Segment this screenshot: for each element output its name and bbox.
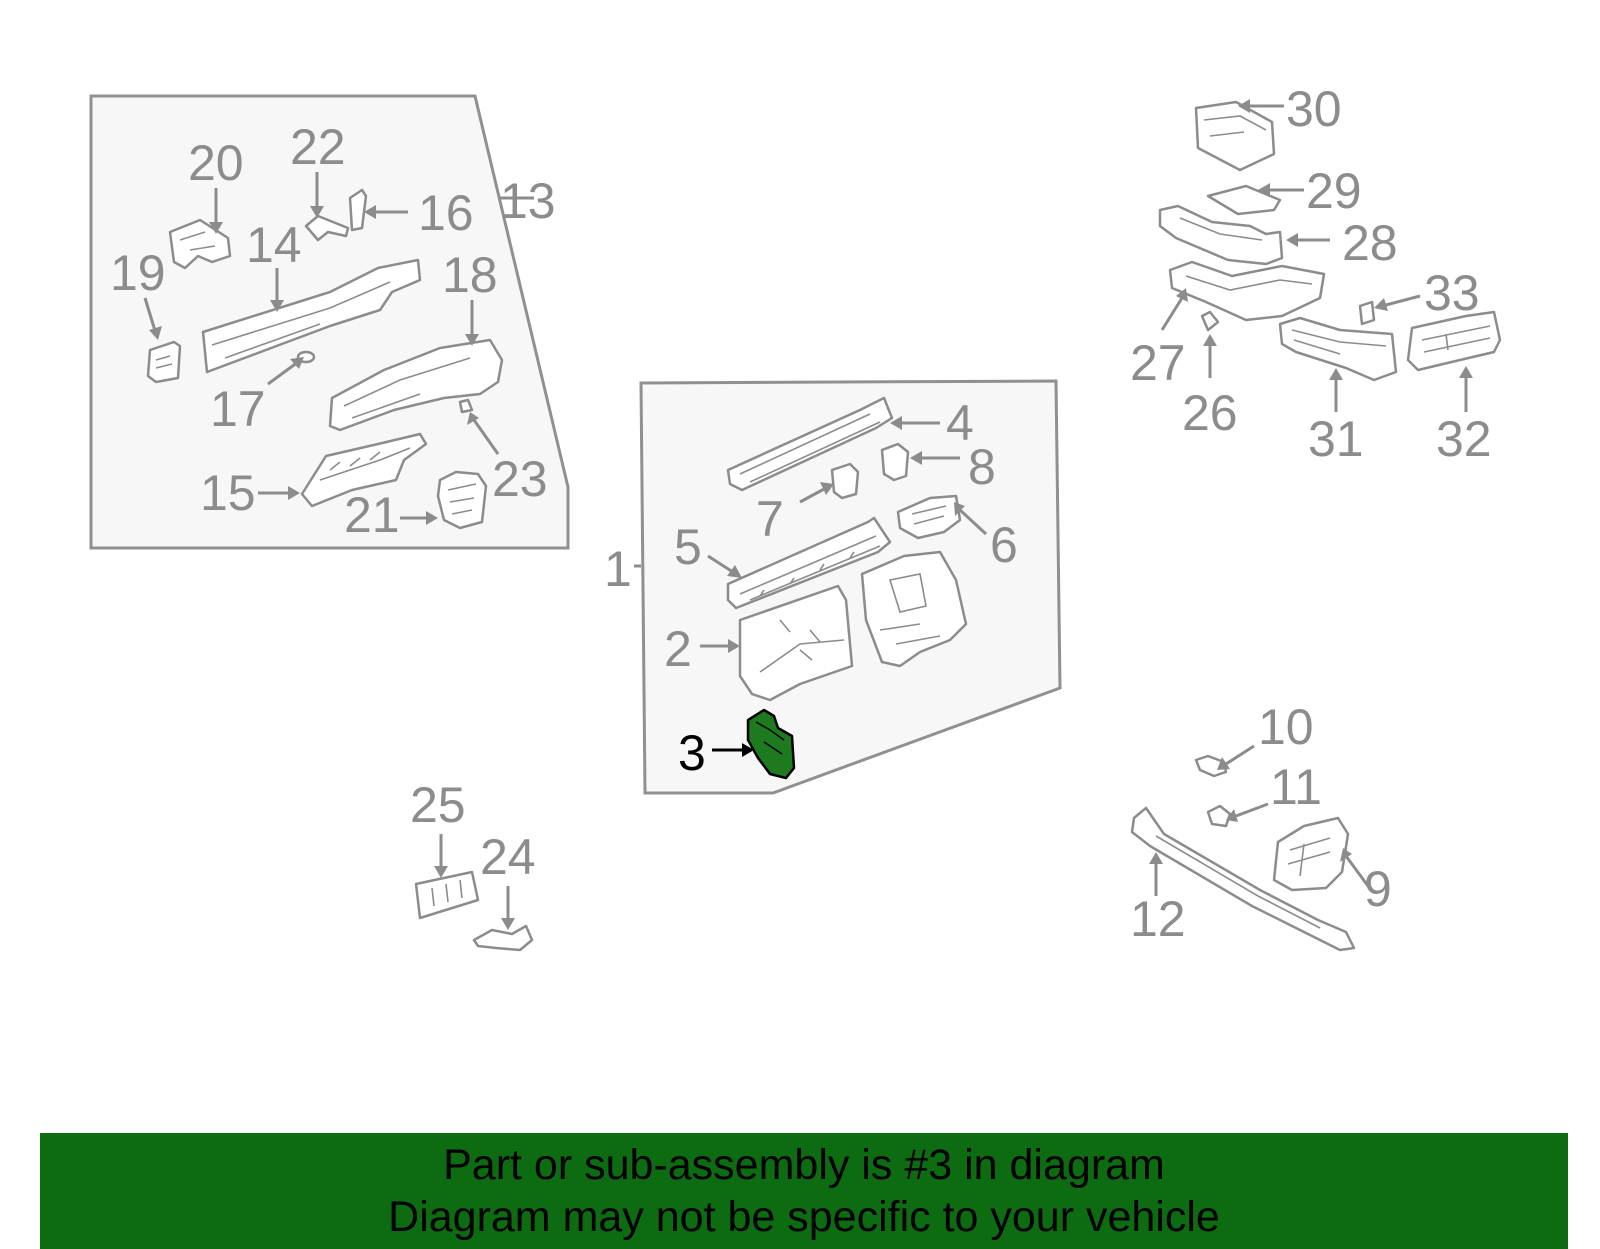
callout-20: 20 [188,135,244,191]
callout-17: 17 [210,381,266,437]
callout-33: 33 [1424,265,1480,321]
callout-14: 14 [246,217,302,273]
callout-30: 30 [1286,81,1342,137]
part-19[interactable] [146,340,182,384]
part-26[interactable] [1200,310,1220,332]
part-30[interactable] [1194,100,1276,172]
callout-7: 7 [756,491,784,547]
part-10[interactable] [1194,754,1228,778]
callout-21: 21 [344,487,400,543]
part-28[interactable] [1158,204,1284,266]
part-12[interactable] [1130,806,1356,952]
part-3-highlighted[interactable] [746,708,796,780]
callout-23: 23 [492,451,548,507]
callout-22: 22 [290,119,346,175]
banner-disclaimer: Diagram may not be specific to your vehi… [388,1193,1220,1241]
callout-12: 12 [1130,891,1186,947]
callout-labels: 13 20 22 16 14 19 18 17 23 15 21 4 8 7 6… [110,81,1492,947]
part-25[interactable] [414,870,480,920]
callout-26: 26 [1182,385,1238,441]
group-right-lower-leaders [1149,744,1370,896]
callout-2: 2 [664,621,692,677]
callout-31: 31 [1308,411,1364,467]
banner-part-note: Part or sub-assembly is #3 in diagram [443,1141,1165,1189]
part-2[interactable] [738,584,854,702]
part-8[interactable] [880,442,910,482]
callout-15: 15 [200,465,256,521]
info-banner: Part or sub-assembly is #3 in diagram Di… [40,1133,1568,1249]
part-5[interactable] [726,516,892,610]
part-27[interactable] [1168,260,1326,322]
callout-32: 32 [1436,411,1492,467]
callout-13: 13 [500,173,556,229]
part-31[interactable] [1278,316,1398,382]
group-13-leaders [143,172,534,525]
callout-3: 3 [678,725,706,781]
callout-1: 1 [604,541,632,597]
callout-11: 11 [1270,759,1322,815]
part-24[interactable] [472,924,534,952]
callout-8: 8 [968,439,996,495]
part-7[interactable] [830,462,860,500]
callout-5: 5 [674,519,702,575]
callout-9: 9 [1364,861,1392,917]
callout-24: 24 [480,829,536,885]
group-1-leaders [634,416,988,757]
callout-27: 27 [1130,335,1186,391]
callout-28: 28 [1342,215,1398,271]
part-16[interactable] [348,188,368,232]
part-23[interactable] [458,398,474,414]
part-21[interactable] [436,470,488,530]
callout-18: 18 [442,247,498,303]
part-29[interactable] [1206,184,1282,216]
part-15[interactable] [300,432,428,508]
callout-6: 6 [990,517,1018,573]
inner-apron-panel [860,550,968,668]
parts-24-25-leaders [434,834,515,930]
part-11[interactable] [1206,804,1232,828]
part-14[interactable] [201,258,422,374]
part-18[interactable] [328,338,504,432]
part-4[interactable] [726,396,894,492]
group-right-upper-leaders [1160,99,1473,412]
callout-4: 4 [946,395,974,451]
callout-25: 25 [410,777,466,833]
callout-29: 29 [1306,163,1362,219]
callout-19: 19 [110,245,166,301]
part-32[interactable] [1406,310,1502,372]
part-9[interactable] [1272,816,1350,892]
callout-16: 16 [418,185,474,241]
callout-10: 10 [1258,699,1314,755]
part-6[interactable] [896,494,962,540]
part-33[interactable] [1358,300,1376,326]
